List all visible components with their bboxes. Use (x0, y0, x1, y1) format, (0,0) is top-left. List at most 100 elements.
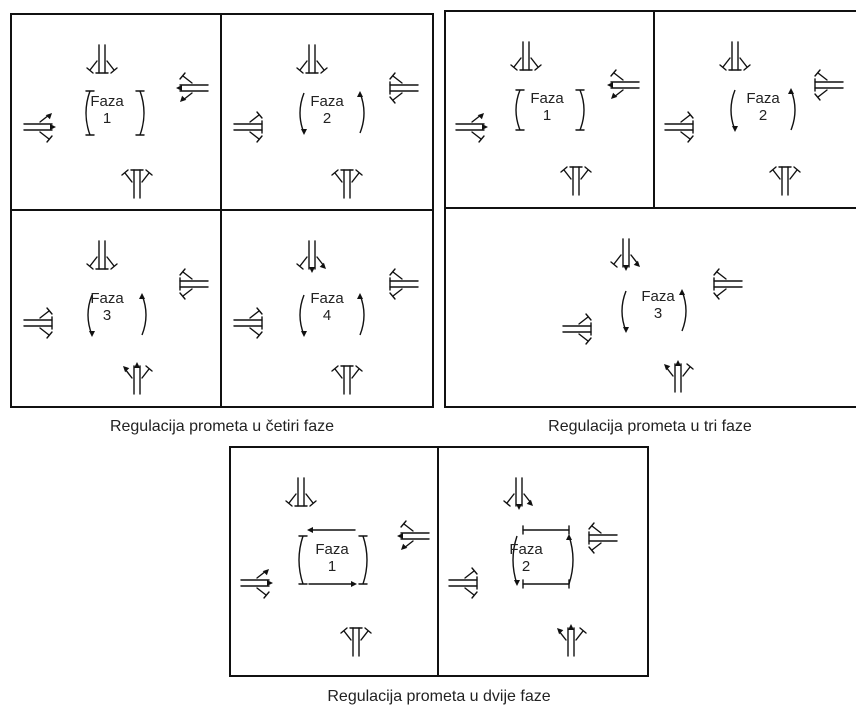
pedestrian-crossing-arc (298, 535, 308, 585)
south-approach-arrows (560, 166, 592, 196)
phase-number: 3 (102, 307, 112, 324)
intersection-signal-diagram (233, 44, 419, 199)
north-approach-arrows (285, 477, 317, 507)
east-approach-arrows (179, 268, 209, 300)
pedestrian-crossing-arc (621, 290, 629, 333)
four-phase-horizontal-divider (10, 209, 434, 211)
pedestrian-crossing-arc (299, 92, 307, 135)
three-phase-horizontal-divider (444, 207, 856, 209)
crossing-line (307, 527, 356, 533)
east-approach-arrows (814, 69, 844, 101)
phase-number: 1 (102, 110, 112, 127)
pedestrian-crossing-arc (679, 289, 687, 332)
west-approach-arrows (233, 111, 263, 143)
four-phase-caption: Regulacija prometa u četiri faze (109, 418, 335, 435)
pedestrian-crossing-arc (139, 293, 147, 336)
phase-number: 2 (758, 107, 768, 124)
phase-number: 2 (322, 110, 332, 127)
west-approach-arrows (562, 313, 592, 345)
pedestrian-crossing-arc (357, 91, 365, 134)
north-approach-arrows (86, 44, 118, 74)
phase-number: 3 (653, 305, 663, 322)
south-approach-arrows (123, 362, 153, 395)
south-approach-arrows (664, 360, 694, 393)
crossing-line (522, 579, 570, 589)
pedestrian-crossing-arc (299, 294, 307, 337)
three-phase-caption: Regulacija prometa u tri faze (548, 418, 752, 435)
pedestrian-crossing-arc (566, 534, 574, 585)
north-approach-arrows (296, 240, 326, 273)
intersection-signal-diagram (664, 41, 844, 196)
north-approach-arrows (86, 240, 118, 270)
pedestrian-crossing-arc (357, 293, 365, 336)
intersection-signal-diagram (233, 240, 419, 395)
north-approach-arrows (719, 41, 751, 71)
south-approach-arrows (557, 624, 587, 657)
pedestrian-crossing-arc (512, 535, 520, 586)
east-approach-arrows (176, 72, 209, 102)
north-approach-arrows (503, 477, 533, 510)
west-approach-arrows (23, 307, 53, 339)
east-approach-arrows (397, 520, 430, 550)
intersection-signal-diagram (23, 240, 209, 395)
crossing-line (308, 581, 357, 587)
west-approach-arrows (448, 567, 478, 599)
phase-number: 1 (542, 107, 552, 124)
east-approach-arrows (713, 268, 743, 300)
pedestrian-crossing-arc (135, 90, 145, 136)
pedestrian-crossing-arc (87, 294, 95, 337)
south-approach-arrows (121, 169, 153, 199)
three-phase-diagram (444, 10, 856, 408)
intersection-signal-diagram (455, 41, 640, 196)
intersection-signal-diagram (448, 477, 618, 657)
west-approach-arrows (664, 111, 694, 143)
west-approach-arrows (240, 569, 273, 599)
south-approach-arrows (331, 365, 363, 395)
south-approach-arrows (331, 169, 363, 199)
west-approach-arrows (233, 307, 263, 339)
west-approach-arrows (455, 113, 488, 143)
intersection-signal-diagram (240, 477, 430, 657)
phase-number: 2 (521, 558, 531, 575)
crossing-line (522, 525, 570, 535)
phase-number: 4 (322, 307, 332, 324)
three-phase-vertical-divider (653, 10, 655, 209)
two-phase-caption: Regulacija prometa u dvije faze (327, 688, 551, 705)
two-phase-vertical-divider (437, 446, 439, 677)
north-approach-arrows (296, 44, 328, 74)
south-approach-arrows (769, 166, 801, 196)
east-approach-arrows (389, 268, 419, 300)
phase-number: 1 (327, 558, 337, 575)
north-approach-arrows (510, 41, 542, 71)
intersection-signal-diagram (23, 44, 209, 199)
pedestrian-crossing-arc (730, 89, 738, 132)
east-approach-arrows (607, 69, 640, 99)
pedestrian-crossing-arc (358, 535, 368, 585)
intersection-signal-diagram (562, 238, 743, 393)
pedestrian-crossing-arc (575, 89, 585, 131)
east-approach-arrows (389, 72, 419, 104)
pedestrian-crossing-arc (85, 90, 95, 136)
west-approach-arrows (23, 113, 56, 143)
east-approach-arrows (588, 522, 618, 554)
north-approach-arrows (610, 238, 640, 271)
pedestrian-crossing-arc (515, 89, 525, 131)
pedestrian-crossing-arc (788, 88, 796, 131)
